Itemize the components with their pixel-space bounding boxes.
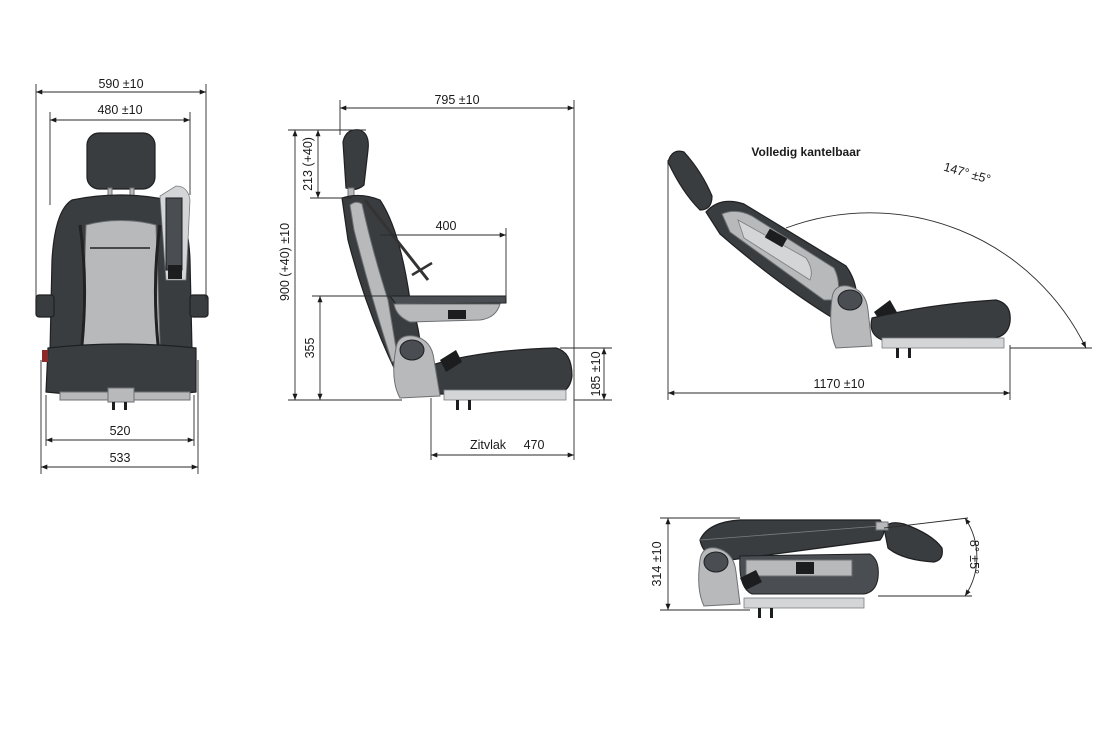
side-headrest-height-label: 213 (+40) — [301, 137, 315, 191]
folded-angle-label: 8° ±5° — [967, 540, 981, 574]
front-total-base-width-label: 533 — [110, 451, 131, 465]
side-view: 795 ±10 213 (+40) 900 (+40) ±10 355 400 … — [278, 93, 612, 460]
side-armrest-length-label: 400 — [436, 219, 457, 233]
front-seat-illustration — [35, 132, 209, 410]
side-seat-illustration — [341, 129, 573, 410]
reclined-angle-label: 147° ±5° — [942, 160, 992, 187]
front-backrest-width-label: 480 ±10 — [97, 103, 142, 117]
side-seat-depth-caption: Zitvlak — [470, 438, 507, 452]
reclined-length-label: 1170 ±10 — [813, 377, 864, 391]
front-view: 590 ±10 480 ±10 520 533 — [35, 77, 209, 474]
side-total-height-label: 900 (+40) ±10 — [278, 223, 292, 301]
reclined-title: Volledig kantelbaar — [751, 145, 860, 159]
reclined-view: Volledig kantelbaar 147° ±5° 1170 ±10 — [667, 145, 1092, 400]
side-armrest-height-label: 355 — [303, 338, 317, 359]
side-depth-label: 795 ±10 — [434, 93, 479, 107]
folded-height-label: 314 ±10 — [650, 541, 664, 586]
reclined-seat-illustration — [667, 150, 1011, 358]
side-seat-height-label: 185 ±10 — [589, 351, 603, 396]
front-base-width-label: 520 — [110, 424, 131, 438]
folded-seat-illustration — [698, 519, 943, 618]
folded-view: 314 ±10 8° ±5° — [650, 517, 981, 618]
front-overall-width-label: 590 ±10 — [98, 77, 143, 91]
side-seat-depth-label: 470 — [524, 438, 545, 452]
